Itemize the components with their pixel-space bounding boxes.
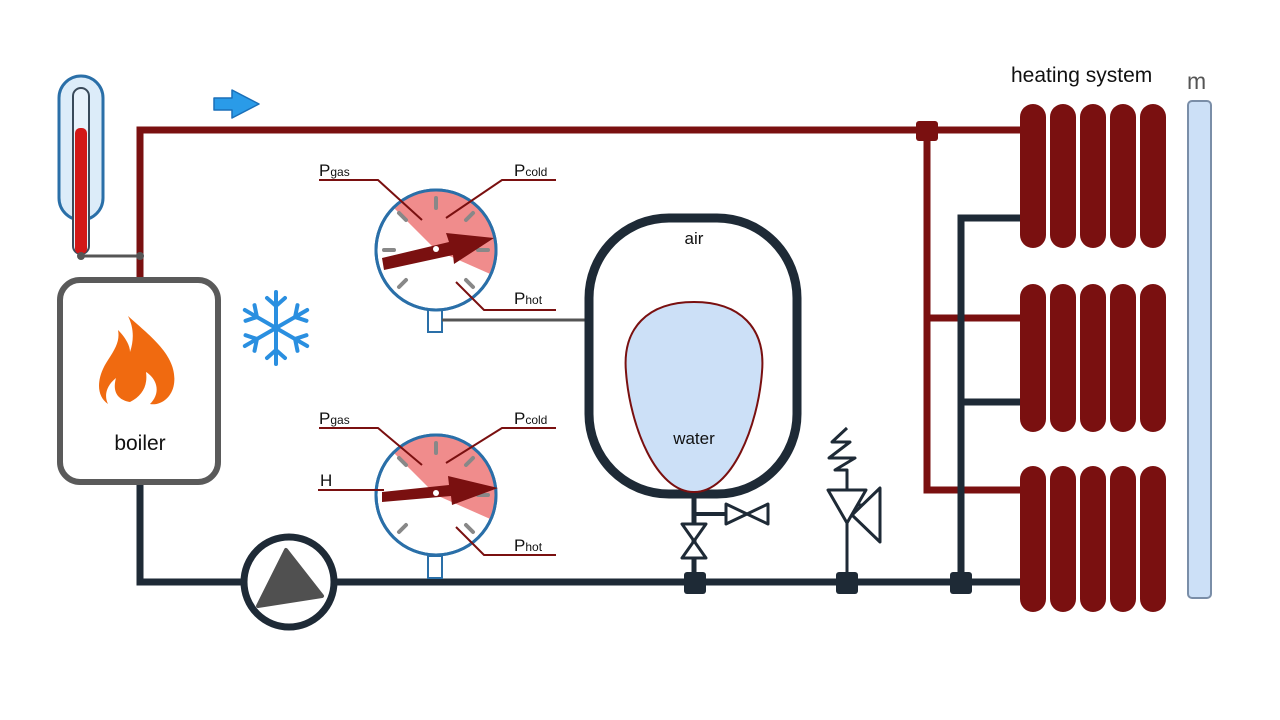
tank-air-label: air	[685, 229, 704, 248]
label-p-gas: Pgas	[319, 409, 350, 428]
pipe-junction-relief	[836, 572, 858, 594]
level-m-label: m	[1187, 68, 1206, 94]
label-p-hot: Phot	[514, 536, 543, 555]
pump-icon	[240, 533, 338, 631]
cold-return-pipes	[136, 214, 1030, 586]
boiler: boiler	[57, 277, 221, 485]
label-p-gas: Pgas	[319, 161, 350, 180]
flame-icon	[99, 316, 175, 405]
safety-relief-valve-icon	[826, 426, 882, 572]
gauge-needle	[382, 476, 498, 505]
pipe-tee-junction	[916, 121, 938, 141]
thermometer-icon	[57, 74, 144, 260]
label-p-cold: Pcold	[514, 409, 547, 428]
pipe-junction-return	[950, 572, 972, 594]
hot-supply-pipes	[136, 126, 1030, 494]
gauge-needle	[382, 233, 494, 270]
level-bar	[1187, 100, 1212, 599]
radiator-middle	[1020, 284, 1166, 432]
snowflake-icon	[242, 290, 310, 366]
pipe-junction-valve	[684, 572, 706, 594]
tank-water-label: water	[672, 429, 715, 448]
radiator-top	[1020, 104, 1166, 248]
pressure-gauge-top: Pgas Pcold Phot	[319, 161, 616, 333]
valve-icon	[680, 494, 770, 572]
label-p-hot: Phot	[514, 289, 543, 308]
boiler-label: boiler	[114, 432, 165, 455]
tank-water-bladder	[624, 300, 764, 494]
flow-arrow-icon	[213, 89, 260, 119]
label-h: H	[320, 471, 332, 490]
radiator-bottom	[1020, 466, 1166, 612]
heating-system-label: heating system	[1011, 64, 1152, 87]
label-p-cold: Pcold	[514, 161, 547, 180]
expansion-tank: air water	[584, 213, 802, 499]
pressure-gauge-bottom: Pgas Pcold Phot H	[318, 409, 556, 579]
